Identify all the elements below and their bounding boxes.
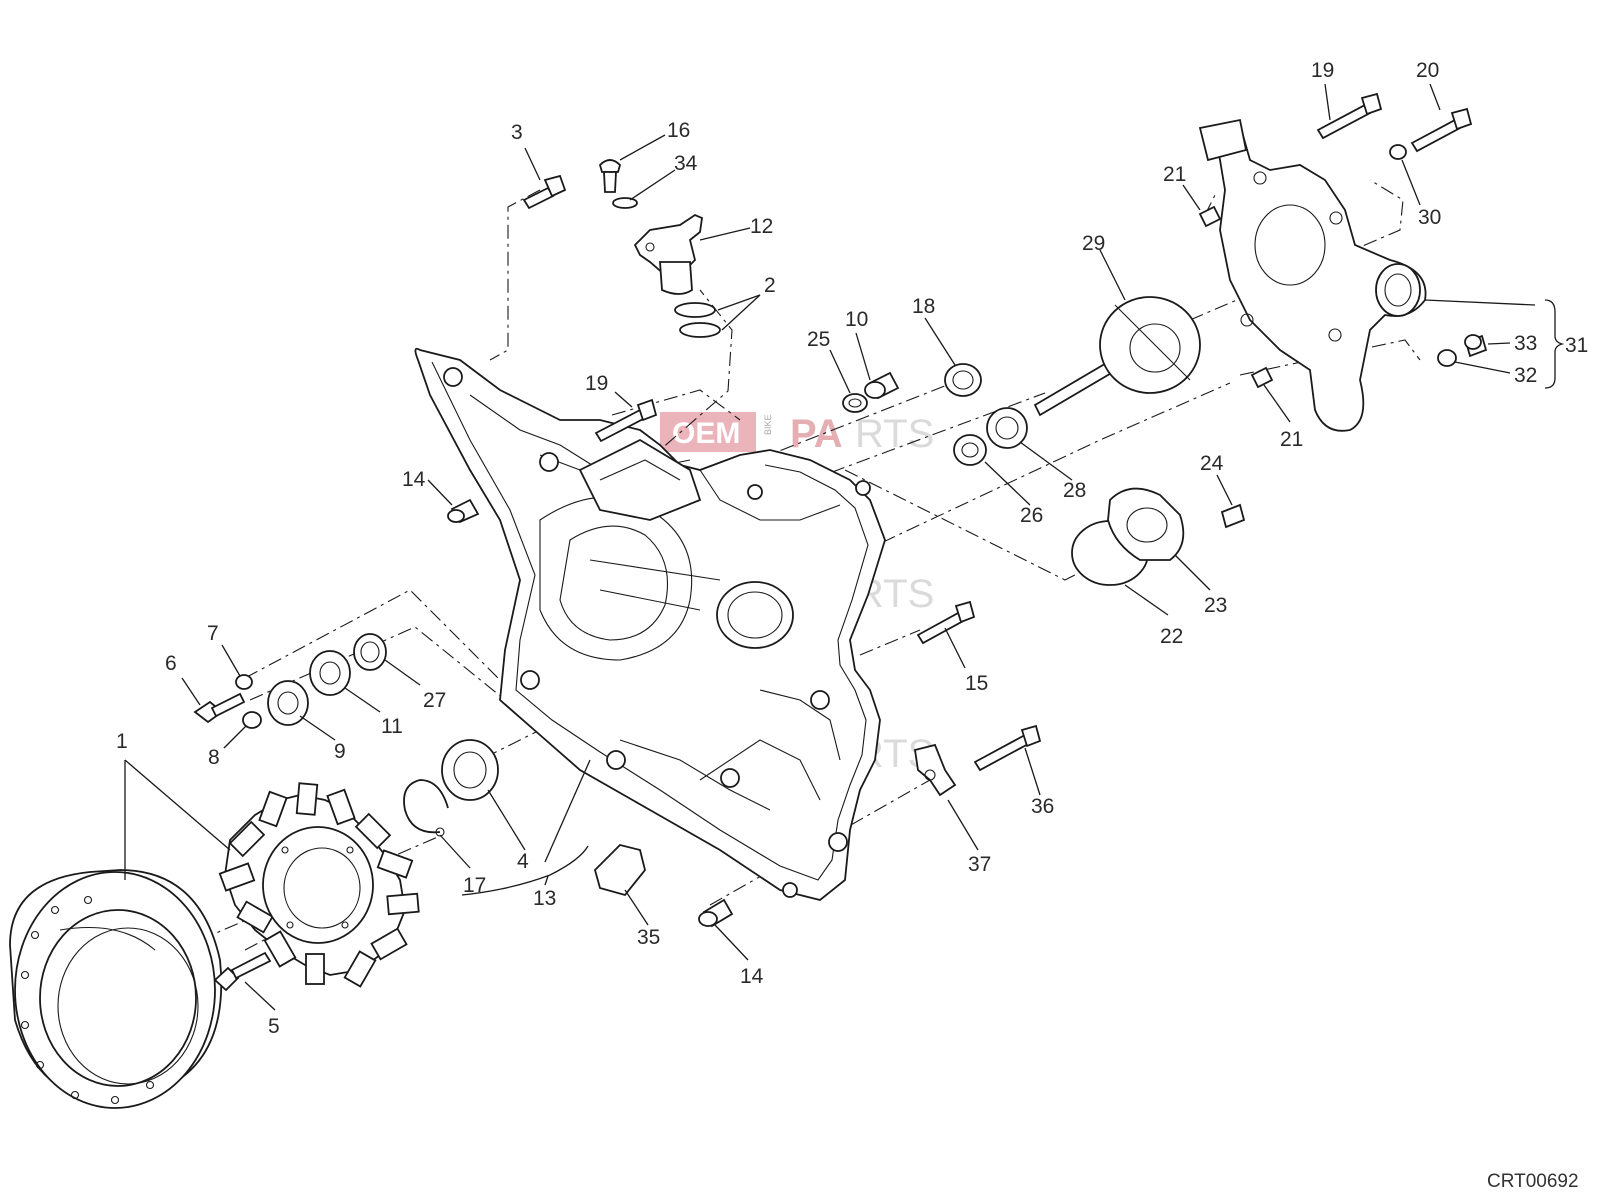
- stator: [218, 782, 420, 988]
- callout-23: 23: [1204, 594, 1227, 617]
- callout-21-bottom: 21: [1280, 428, 1303, 451]
- callout-labels: 1 2 3 4 5 6 7 8 9 10 11 12 13 14 14 15 1…: [116, 59, 1588, 1038]
- dowel-21-top: [1198, 205, 1222, 228]
- water-pump-cover: [1198, 118, 1427, 432]
- callout-19-left: 19: [585, 372, 608, 395]
- callout-5: 5: [268, 1015, 280, 1038]
- callout-33: 33: [1514, 332, 1537, 355]
- screw-16: [598, 159, 622, 193]
- washer-30: [1389, 144, 1407, 160]
- callout-30: 30: [1418, 206, 1441, 229]
- callout-24: 24: [1200, 452, 1224, 475]
- screw-19-left: [594, 398, 658, 443]
- circlip-17: [403, 779, 449, 837]
- cover-23: [1107, 487, 1185, 561]
- screw-15: [916, 600, 976, 645]
- callout-6: 6: [165, 652, 177, 675]
- callout-11: 11: [381, 715, 403, 738]
- callout-7: 7: [207, 622, 219, 645]
- washer-7: [235, 674, 253, 690]
- watermark-bike-text: BIKE: [763, 414, 773, 435]
- screw-24: [1220, 503, 1246, 529]
- callout-15: 15: [965, 672, 988, 695]
- callout-34: 34: [674, 152, 698, 175]
- callout-14-top: 14: [402, 468, 426, 491]
- callout-37: 37: [968, 853, 991, 876]
- assembly-axes: [199, 179, 1421, 951]
- watermark-pa-text: PA: [790, 412, 843, 456]
- impeller-shaft-29: [1033, 296, 1201, 417]
- callout-27: 27: [423, 689, 446, 712]
- screw-3: [522, 174, 567, 210]
- screw-6: [193, 692, 246, 724]
- callout-12: 12: [750, 215, 773, 238]
- callout-22: 22: [1160, 625, 1183, 648]
- washer-32: [1437, 349, 1457, 367]
- diagram-reference-code: CRT00692: [1487, 1171, 1579, 1192]
- callout-25: 25: [807, 328, 830, 351]
- plug-33: [1464, 334, 1488, 358]
- bearing-28: [986, 407, 1028, 449]
- washer-25: [842, 393, 868, 413]
- callout-19-right: 19: [1311, 59, 1334, 82]
- callout-31: 31: [1565, 334, 1588, 357]
- callout-28: 28: [1063, 479, 1086, 502]
- callout-14-bottom: 14: [740, 965, 764, 988]
- watermark-oem-text: OEM: [672, 417, 740, 450]
- sensor-12: [633, 213, 703, 295]
- callout-9: 9: [334, 740, 346, 763]
- dowel-21-bottom: [1250, 366, 1274, 389]
- plug-10: [864, 371, 900, 400]
- washer-27: [353, 633, 387, 671]
- clip-37: [913, 743, 957, 797]
- bearing-4: [441, 739, 499, 801]
- circlip-8: [242, 711, 262, 729]
- seal-18: [944, 363, 982, 397]
- gasket-35: [593, 844, 646, 897]
- dowel-14-top: [447, 498, 480, 524]
- screw-19-right: [1316, 92, 1383, 140]
- callout-3: 3: [511, 121, 523, 144]
- callout-1: 1: [116, 730, 128, 753]
- callout-13: 13: [533, 887, 556, 910]
- generator-cover: [414, 347, 886, 901]
- leader-lines: [124, 83, 1565, 1011]
- callout-21-top: 21: [1163, 163, 1186, 186]
- screw-36: [973, 724, 1042, 772]
- callout-29: 29: [1082, 232, 1105, 255]
- screw-5: [213, 951, 272, 992]
- callout-35: 35: [637, 926, 660, 949]
- dowel-14-bottom: [698, 898, 734, 928]
- callout-8: 8: [208, 746, 220, 769]
- rotor: [9, 869, 223, 1109]
- callout-36: 36: [1031, 795, 1054, 818]
- callout-20: 20: [1416, 59, 1439, 82]
- bearing-9: [267, 680, 309, 726]
- washer-26: [953, 434, 987, 466]
- orings-2: [674, 302, 721, 338]
- callout-17: 17: [463, 874, 486, 897]
- screw-20: [1410, 107, 1473, 153]
- callout-10: 10: [845, 308, 868, 331]
- callout-16: 16: [667, 119, 690, 142]
- bearing-11: [309, 650, 351, 696]
- callout-2: 2: [764, 274, 776, 297]
- callout-32: 32: [1514, 364, 1537, 387]
- callout-4: 4: [517, 850, 529, 873]
- callout-26: 26: [1020, 504, 1043, 527]
- washer-34: [612, 197, 638, 209]
- callout-18: 18: [912, 295, 935, 318]
- rotor-holes: [20, 895, 155, 1105]
